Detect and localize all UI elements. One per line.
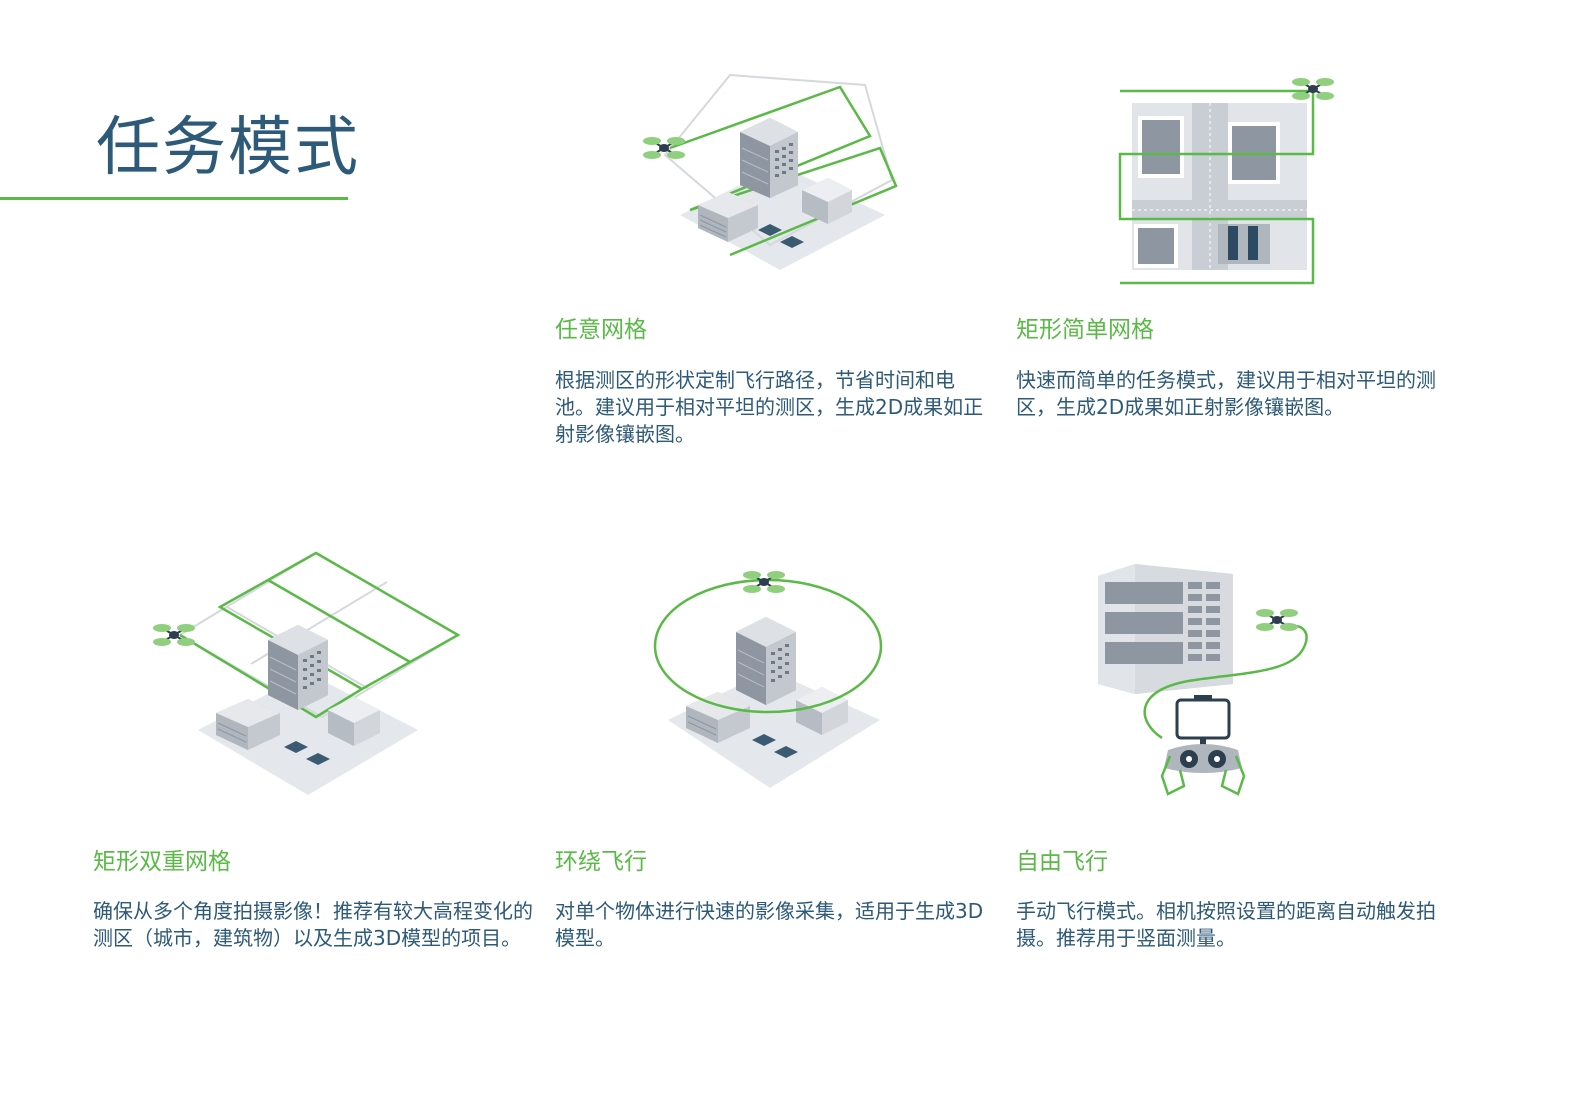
- mode-desc-rect-double-grid: 确保从多个角度拍摄影像！推荐有较大高程变化的测区（城市，建筑物）以及生成3D模型…: [93, 899, 533, 950]
- polygon-grid-drone-icon: [643, 73, 898, 270]
- mode-title-circular-flight: 环绕飞行: [555, 849, 647, 875]
- page-title: 任务模式: [96, 111, 360, 185]
- circular-flight-drone-icon: [653, 571, 883, 788]
- free-flight-controller-icon: [1098, 564, 1308, 796]
- title-underline: [0, 197, 348, 200]
- mode-desc-rect-simple-grid: 快速而简单的任务模式，建议用于相对平坦的测区，生成2D成果如正射影像镶嵌图。: [1016, 368, 1436, 419]
- mode-title-rect-double-grid: 矩形双重网格: [93, 849, 231, 875]
- mode-desc-free-flight: 手动飞行模式。相机按照设置的距离自动触发拍摄。推荐用于竖面测量。: [1016, 899, 1436, 950]
- mode-title-rect-simple-grid: 矩形简单网格: [1016, 317, 1154, 343]
- mode-title-free-flight: 自由飞行: [1016, 849, 1108, 875]
- rectangle-grid-drone-icon: [1118, 78, 1334, 285]
- mode-title-arbitrary-grid: 任意网格: [555, 317, 647, 343]
- mode-desc-circular-flight: 对单个物体进行快速的影像采集，适用于生成3D模型。: [555, 899, 984, 950]
- mode-desc-arbitrary-grid: 根据测区的形状定制飞行路径，节省时间和电池。建议用于相对平坦的测区，生成2D成果…: [555, 368, 984, 446]
- double-grid-drone-icon: [153, 551, 461, 795]
